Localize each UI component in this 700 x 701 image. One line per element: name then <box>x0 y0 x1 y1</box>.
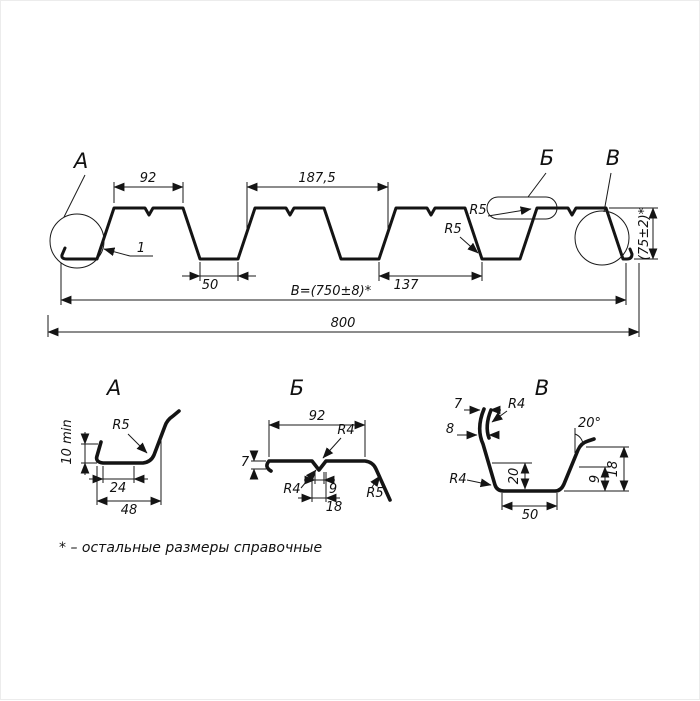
footnote: * – остальные размеры справочные <box>59 540 322 556</box>
dim-r5-label: R5 <box>366 486 383 501</box>
detail-b-marker-label: Б <box>540 146 554 170</box>
dim-20-label: 20 <box>507 468 522 485</box>
r4-lower-leader <box>300 469 317 489</box>
dim-7-label: 7 <box>241 455 250 470</box>
detail-a-circle <box>49 213 105 269</box>
dim-9-label: 9 <box>588 475 603 483</box>
dim-r4-lower-label: R4 <box>449 472 466 487</box>
detail-a-marker-label: A <box>72 149 88 173</box>
r4-upper-leader <box>491 410 508 423</box>
detail-a-profile-path <box>94 409 181 465</box>
dim-18-label: 18 <box>326 500 343 515</box>
detail-b-profile-path <box>265 459 392 502</box>
dim-height-label: (75±2)* <box>637 207 652 260</box>
r5-leader <box>127 433 148 454</box>
dim-24-label: 24 <box>110 481 127 496</box>
dim-92-label: 92 <box>140 171 157 186</box>
dim-9-label: 9 <box>329 482 337 497</box>
detail-v-profile-path <box>477 407 596 493</box>
r4-lower-leader <box>466 478 492 488</box>
r5-leader <box>370 475 381 488</box>
dim-18-label: 18 <box>606 461 621 478</box>
dim-r4-upper-label: R4 <box>508 397 525 412</box>
detail-v-hem-path <box>485 408 493 440</box>
detail-b-title: Б <box>290 376 304 400</box>
detail-v-title: В <box>535 376 549 400</box>
dim-8-label: 8 <box>446 422 454 437</box>
dim-r4-upper-label: R4 <box>337 423 354 438</box>
dim-50-label: 50 <box>522 508 539 523</box>
angle-arc <box>574 433 584 446</box>
dim-r5-label: R5 <box>112 418 129 433</box>
detail-a-view: A 10 min R5 24 48 <box>60 376 181 518</box>
r5-upper-leader <box>487 206 532 217</box>
thickness-leader <box>103 247 131 257</box>
dim-800-label: 800 <box>331 316 356 331</box>
dim-pitch-label: 187,5 <box>298 171 335 186</box>
dim-r5-upper-label: R5 <box>469 203 486 218</box>
dim-7-label: 7 <box>454 397 463 412</box>
detail-b-leader-line <box>527 172 547 198</box>
r4-upper-leader <box>322 437 342 459</box>
dim-50-label: 50 <box>202 278 219 293</box>
dim-137-label: 137 <box>394 278 420 293</box>
main-profile-path <box>60 206 634 261</box>
dim-r5-lower-label: R5 <box>444 222 461 237</box>
detail-b-view: Б 92 R4 7 R4 9 18 R5 <box>241 376 392 515</box>
detail-v-leader-line <box>603 172 612 213</box>
dim-48-label: 48 <box>121 503 138 518</box>
r5-lower-leader <box>459 236 479 254</box>
detail-v-circle <box>574 210 630 266</box>
detail-a-title: A <box>105 376 121 400</box>
main-view: A Б В 92 187,5 R5 R5 1 50 137 <box>47 146 658 337</box>
detail-v-view: В 20° 7 R4 8 R4 20 9 18 <box>446 376 629 523</box>
detail-v-marker-label: В <box>606 146 620 170</box>
detail-a-leader-line <box>63 174 86 218</box>
dim-working-width-label: B=(750±8)* <box>291 284 372 299</box>
dim-10min-label: 10 min <box>60 419 75 464</box>
dim-92-label: 92 <box>309 409 326 424</box>
dim-r4-lower-label: R4 <box>283 482 300 497</box>
dim-angle-label: 20° <box>578 416 601 431</box>
detail-b-callout <box>486 196 558 220</box>
dim-thickness-label: 1 <box>137 241 145 256</box>
